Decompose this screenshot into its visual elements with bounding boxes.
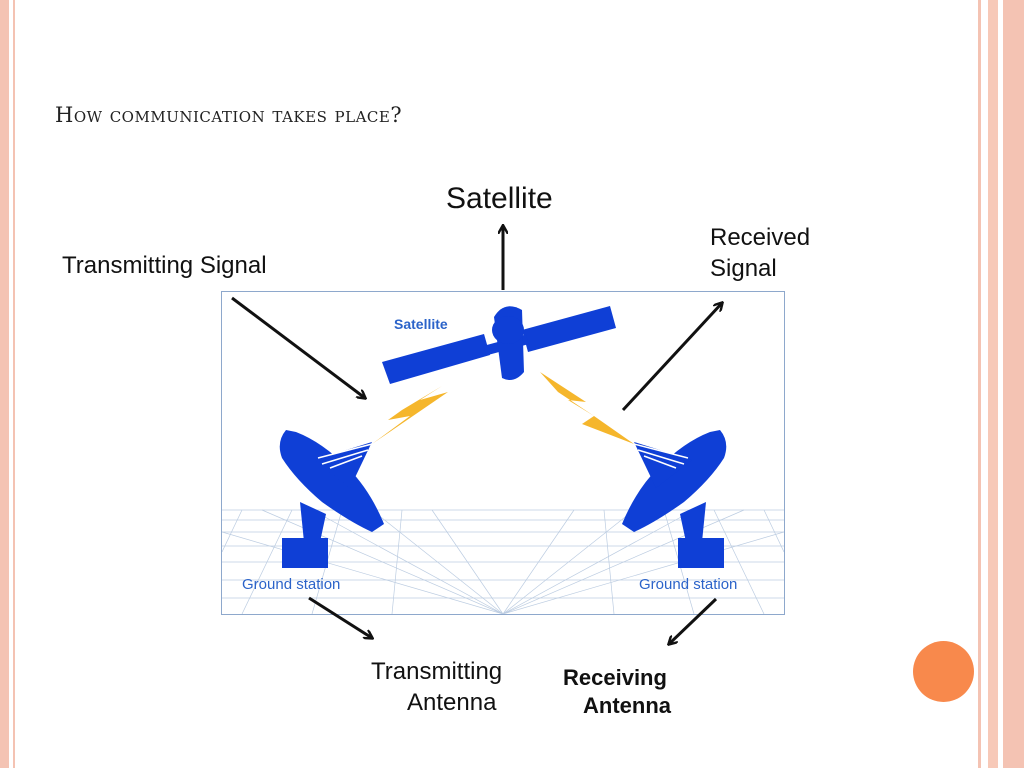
diagram-illustration: Satellite Ground station Ground station xyxy=(222,306,784,614)
diagram-satellite-caption: Satellite xyxy=(394,316,448,332)
transmitting-signal-label: Transmitting Signal xyxy=(62,252,267,279)
right-border-line xyxy=(978,0,981,768)
received-signal-line-1: Received xyxy=(710,224,811,251)
left-dish-icon xyxy=(279,430,384,568)
transmitting-antenna-label: Transmitting Antenna xyxy=(371,657,502,718)
right-border-band xyxy=(988,0,998,768)
right-border-edge xyxy=(1003,0,1024,768)
receiving-antenna-line-2: Antenna xyxy=(583,693,671,719)
left-border-band xyxy=(0,0,9,768)
transmitting-signal-arrow xyxy=(231,296,365,398)
transmitting-antenna-line-1: Transmitting xyxy=(371,658,503,685)
received-signal-arrow xyxy=(621,303,722,412)
receiving-antenna-label: Receiving Antenna xyxy=(563,664,671,720)
received-signal-line-2: Signal xyxy=(710,254,777,282)
left-border-line xyxy=(13,0,15,768)
ground-station-left-caption: Ground station xyxy=(242,576,340,593)
left-lightning-icon xyxy=(372,386,448,444)
satellite-icon xyxy=(382,306,616,384)
transmitting-antenna-arrow xyxy=(308,596,372,638)
receiving-antenna-line-1: Receiving xyxy=(563,665,667,690)
satellite-communication-diagram: Satellite Ground station Ground station xyxy=(221,291,785,615)
right-dish-icon xyxy=(622,430,727,568)
received-signal-label: Received Signal xyxy=(710,223,810,284)
slide-title: How communication takes place? xyxy=(55,103,403,127)
orange-accent-circle xyxy=(913,641,974,702)
transmitting-antenna-line-2: Antenna xyxy=(407,688,497,716)
right-lightning-icon xyxy=(540,372,634,444)
satellite-label: Satellite xyxy=(446,182,553,215)
ground-station-right-caption: Ground station xyxy=(639,576,737,593)
receiving-antenna-arrow xyxy=(669,597,718,644)
